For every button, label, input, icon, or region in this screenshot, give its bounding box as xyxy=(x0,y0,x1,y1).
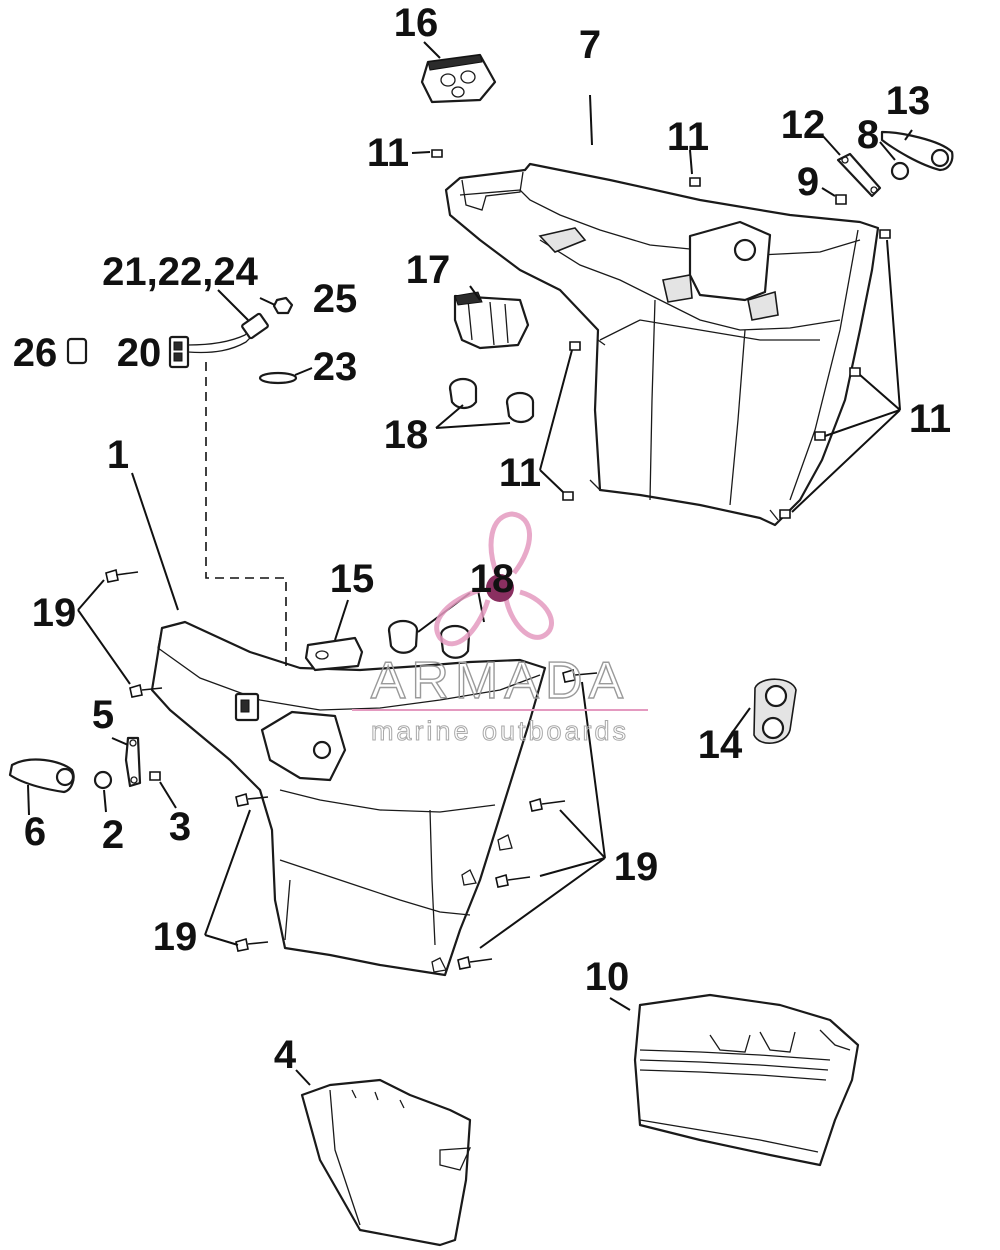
callout-8: 8 xyxy=(857,113,879,157)
callout-11-top-center: 11 xyxy=(667,115,709,159)
callout-18-upper: 18 xyxy=(384,413,429,457)
bushing-part-18-lower xyxy=(387,619,471,659)
callout-11-right: 11 xyxy=(909,397,951,441)
callout-5: 5 xyxy=(92,693,114,737)
clip-part-15 xyxy=(304,636,364,672)
callout-16: 16 xyxy=(394,1,439,45)
callout-25: 25 xyxy=(313,277,358,321)
callout-10: 10 xyxy=(585,955,630,999)
watermark-brand-name: ARMADA xyxy=(371,652,629,710)
latch-plate-part-12 xyxy=(836,152,882,198)
callout-11-top-left: 11 xyxy=(367,131,409,175)
lower-rear-panel-part xyxy=(300,1078,472,1247)
callout-21-22-24: 21,22,24 xyxy=(102,250,258,294)
latch-handle-part-6 xyxy=(8,758,75,794)
armada-watermark: ARMADA marine outboards xyxy=(352,511,648,747)
callout-labels: 1 2 3 4 5 6 7 8 9 10 11 11 11 11 12 13 1… xyxy=(13,1,951,1077)
plug-part-26 xyxy=(66,337,88,365)
callout-20: 20 xyxy=(117,331,162,375)
seal-part-14 xyxy=(753,678,797,744)
callout-19-right: 19 xyxy=(614,845,659,889)
callout-6: 6 xyxy=(24,810,46,854)
callout-11-left: 11 xyxy=(499,451,541,495)
callout-2: 2 xyxy=(102,813,124,857)
screw-part-3 xyxy=(149,771,161,781)
callout-7: 7 xyxy=(579,23,601,67)
callout-3: 3 xyxy=(169,805,191,849)
bushing-part-18-upper xyxy=(448,377,535,424)
callout-23: 23 xyxy=(313,345,358,389)
clamp-part-23 xyxy=(258,371,298,385)
callout-9: 9 xyxy=(797,160,819,204)
bolts-part-11 xyxy=(431,149,891,519)
washer-part-8 xyxy=(890,161,910,181)
callout-15: 15 xyxy=(330,557,375,601)
callout-17: 17 xyxy=(406,248,451,292)
callout-14: 14 xyxy=(698,723,743,767)
callout-18-lower: 18 xyxy=(470,557,515,601)
leader-lines xyxy=(27,41,913,1086)
callout-19-left-top: 19 xyxy=(32,591,77,635)
latch-handle-part-13 xyxy=(880,130,954,172)
callout-19-left-bottom: 19 xyxy=(153,915,198,959)
latch-bracket-part-17 xyxy=(453,291,530,350)
callout-1: 1 xyxy=(107,433,129,477)
watermark-divider xyxy=(352,709,648,711)
callout-12: 12 xyxy=(781,103,826,147)
callout-13: 13 xyxy=(886,79,931,123)
screw-part-9 xyxy=(835,194,847,205)
upper-side-cowl-part xyxy=(444,162,880,527)
watermark-tagline: marine outboards xyxy=(371,716,629,746)
callout-26: 26 xyxy=(13,331,58,375)
bolts-part-19 xyxy=(105,568,598,970)
latch-plate-part-5 xyxy=(124,736,142,788)
nut-part-25 xyxy=(272,296,294,315)
grommet-part-16 xyxy=(420,53,497,104)
lower-motor-cover-part xyxy=(633,993,860,1167)
callout-4: 4 xyxy=(274,1033,297,1077)
propeller-logo xyxy=(434,511,554,647)
washer-part-2 xyxy=(93,770,113,790)
switch-harness-part-20 xyxy=(168,312,269,369)
